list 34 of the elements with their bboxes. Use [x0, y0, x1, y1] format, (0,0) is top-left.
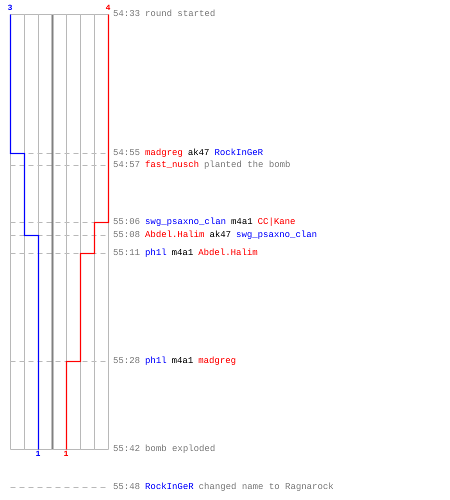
player-count-label: 1 — [36, 451, 40, 459]
player-name: ph1l — [145, 248, 167, 259]
player-name: Abdel.Halim — [145, 230, 204, 241]
timestamp: 55:48 — [113, 482, 140, 493]
weapon-name: m4a1 — [231, 217, 253, 228]
event-text: planted the bomb — [204, 160, 290, 171]
player-count-label: 1 — [64, 451, 68, 459]
event-text: changed name to Ragnarock — [198, 482, 334, 493]
player-name: RockInGeR — [145, 482, 194, 493]
player-count-label: 3 — [8, 5, 12, 13]
player-name: swg_psaxno_clan — [145, 217, 226, 228]
player-name: Abdel.Halim — [198, 248, 258, 259]
weapon-name: m4a1 — [172, 356, 194, 367]
event-text: bomb exploded — [145, 444, 216, 455]
timestamp: 55:08 — [113, 230, 140, 241]
timestamp: 54:55 — [113, 148, 140, 159]
timestamp: 55:11 — [113, 248, 140, 259]
player-name: fast_nusch — [145, 160, 200, 171]
event-text: round started — [145, 9, 216, 20]
weapon-name: ak47 — [188, 148, 210, 159]
timestamp: 55:06 — [113, 217, 140, 228]
player-name: swg_psaxno_clan — [236, 230, 318, 241]
timestamp: 54:57 — [113, 160, 140, 171]
player-name: ph1l — [145, 356, 167, 367]
player-count-label: 4 — [106, 5, 110, 13]
weapon-name: m4a1 — [172, 248, 194, 259]
player-name: RockInGeR — [214, 148, 264, 159]
player-name: madgreg — [198, 356, 236, 367]
player-name: CC|Kane — [258, 217, 296, 228]
timestamp: 55:42 — [113, 444, 140, 455]
timestamp: 55:28 — [113, 356, 140, 367]
timestamp: 54:33 — [113, 9, 140, 20]
weapon-name: ak47 — [209, 230, 232, 241]
player-name: madgreg — [145, 148, 183, 159]
